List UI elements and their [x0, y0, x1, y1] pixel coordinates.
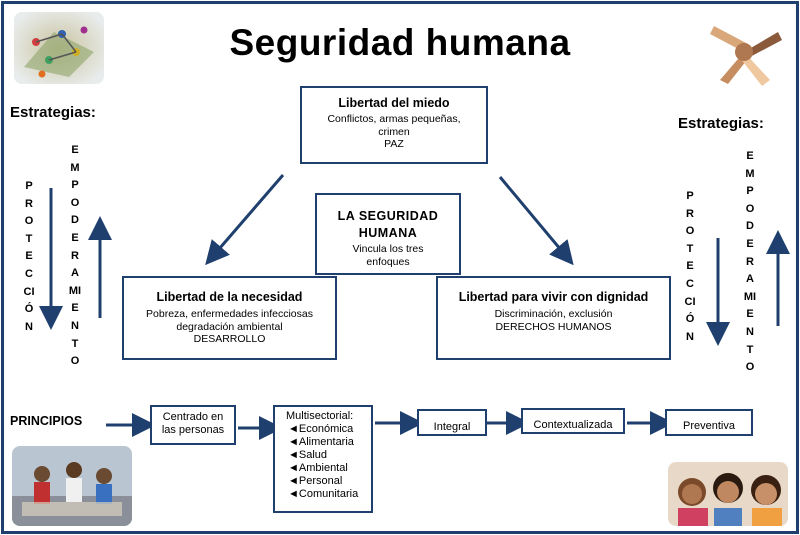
principle-preventiva-label: Preventiva	[683, 420, 735, 432]
seguridad-humana-title-2: HUMANA	[358, 226, 418, 240]
libertad-necesidad-line1: Pobreza, enfermedades infecciosas	[146, 308, 313, 320]
box-libertad-miedo: Libertad del miedo Conflictos, armas peq…	[300, 86, 488, 164]
libertad-dignidad-title: Libertad para vivir con dignidad	[458, 290, 649, 304]
principle-integral: Integral	[417, 409, 487, 436]
libertad-necesidad-title: Libertad de la necesidad	[156, 290, 303, 304]
multisectorial-item-ambiental: ◄Ambiental	[288, 462, 348, 474]
principle-centrado: Centrado en las personas	[150, 405, 236, 445]
principle-multisectorial: Multisectorial: ◄Económica ◄Alimentaria …	[273, 405, 373, 513]
right-proteccion-vertical: PROTECCIÓN	[684, 190, 696, 343]
photo-smiling-children	[668, 462, 788, 526]
page-title: Seguridad humana	[229, 22, 571, 63]
box-libertad-necesidad: Libertad de la necesidad Pobreza, enferm…	[122, 276, 337, 360]
multisectorial-item-personal: ◄Personal	[288, 475, 343, 487]
libertad-necesidad-line3: DESARROLLO	[193, 333, 266, 345]
left-strategies-label: Estrategias:	[10, 104, 96, 121]
multisectorial-item-alimentaria: ◄Alimentaria	[288, 436, 354, 448]
multisectorial-item-comunitaria: ◄Comunitaria	[288, 488, 359, 500]
libertad-miedo-title: Libertad del miedo	[338, 96, 450, 110]
left-empoderamiento-vertical: EMPODERAMIENTO	[68, 144, 82, 368]
photo-community-group	[12, 446, 132, 526]
libertad-miedo-line2: crimen	[378, 125, 410, 138]
seguridad-humana-line1: Vincula los tres	[352, 243, 424, 255]
diagonal-arrow-right-icon	[498, 176, 574, 266]
box-seguridad-humana: LA SEGURIDAD HUMANA Vincula los tres enf…	[315, 193, 461, 275]
principle-preventiva: Preventiva	[665, 409, 753, 436]
box-libertad-dignidad: Libertad para vivir con dignidad Discrim…	[436, 276, 671, 360]
libertad-dignidad-line2: DERECHOS HUMANOS	[495, 320, 612, 333]
multisectorial-item-economica: ◄Económica	[288, 423, 354, 435]
principle-centrado-line2: las personas	[161, 424, 225, 436]
seguridad-humana-title-1: LA SEGURIDAD	[337, 209, 439, 223]
multisectorial-item-salud: ◄Salud	[288, 449, 328, 461]
libertad-necesidad-line2: degradación ambiental	[176, 320, 283, 333]
principle-integral-label: Integral	[433, 421, 471, 433]
principle-contextualizada-label: Contextualizada	[533, 419, 613, 431]
seguridad-humana-line2: enfoques	[366, 255, 410, 268]
multisectorial-title: Multisectorial:	[286, 410, 354, 422]
principle-centrado-line1: Centrado en	[162, 411, 224, 423]
right-strategies-label: Estrategias:	[678, 115, 764, 132]
diagonal-arrow-left-icon	[205, 174, 285, 266]
libertad-dignidad-line1: Discriminación, exclusión	[494, 308, 613, 320]
left-proteccion-vertical: PROTECCIÓN	[23, 180, 35, 333]
libertad-miedo-line3: PAZ	[384, 138, 404, 150]
right-empoderamiento-vertical: EMPODERAMIENTO	[743, 150, 757, 374]
photo-joined-hands	[700, 14, 788, 90]
photo-children-playing	[14, 12, 104, 84]
principles-label: PRINCIPIOS	[10, 414, 83, 428]
libertad-miedo-line1: Conflictos, armas pequeñas,	[327, 113, 461, 125]
principle-contextualizada: Contextualizada	[521, 408, 625, 434]
